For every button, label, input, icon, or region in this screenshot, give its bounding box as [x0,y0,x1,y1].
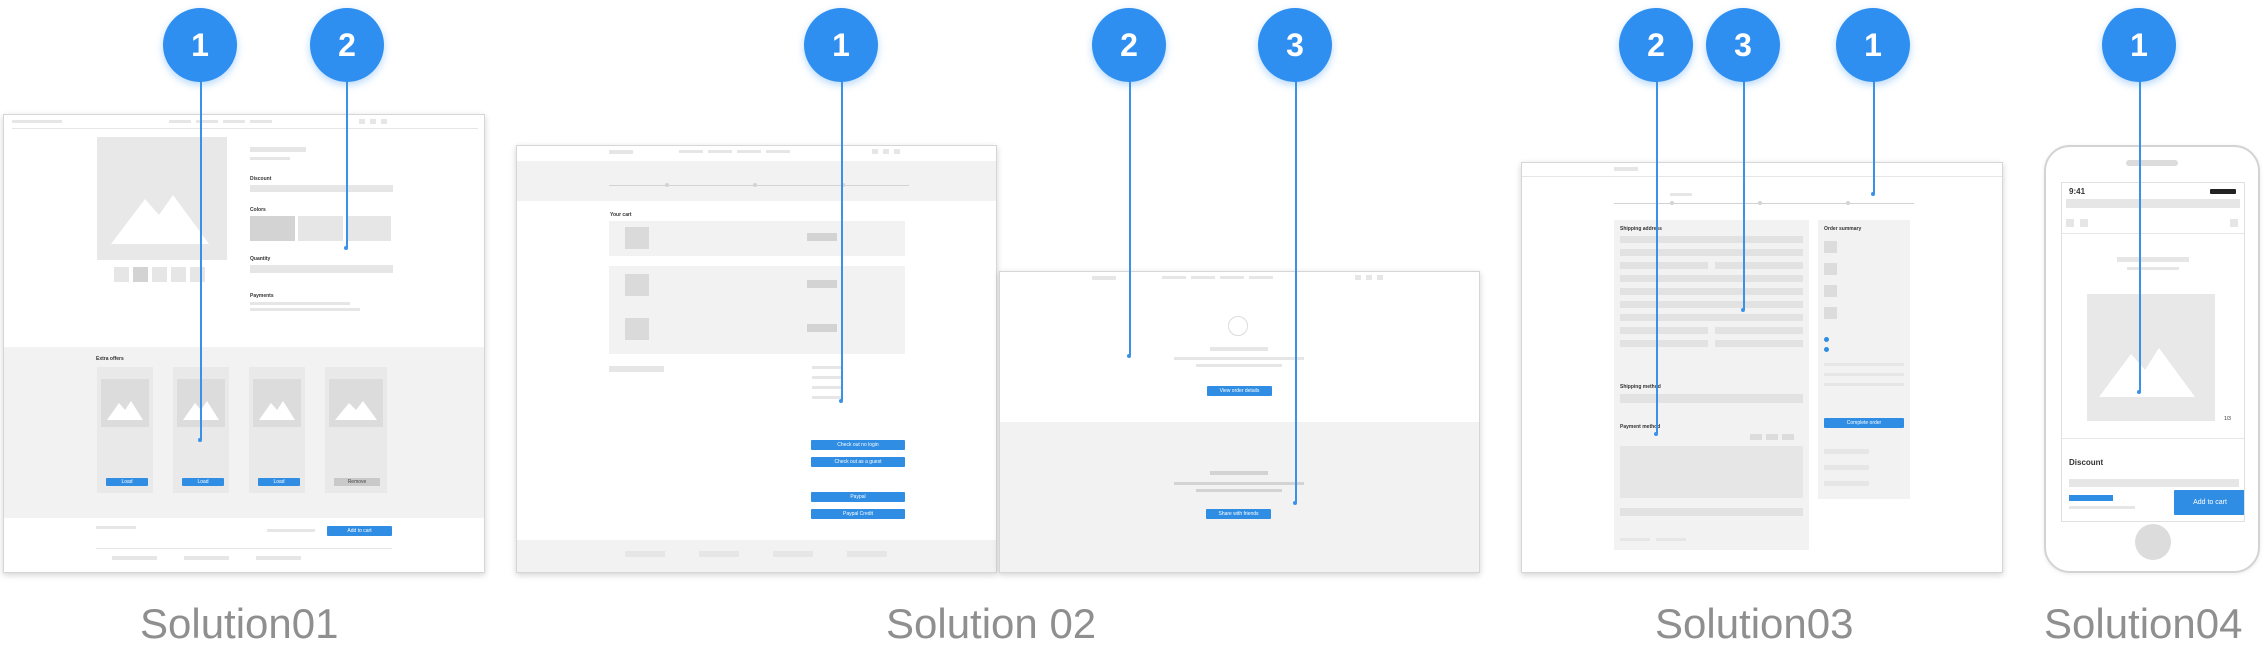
caption-solution01: Solution01 [140,600,339,647]
status-time: 9:41 [2069,187,2086,196]
check-out-as-guest-button[interactable]: Check out as a guest [811,457,905,467]
add-to-cart-button[interactable]: Add to cart [2174,490,2244,515]
callout-badge-1: 1 [804,8,878,82]
discount-label: Discount [250,176,272,182]
product-image [97,137,227,260]
solution03-checkout-wireframe: Shipping address Shipping method Payment… [1521,162,2003,573]
order-summary-label: Order summary [1824,226,1862,232]
color-option[interactable] [346,216,391,241]
callout-badge-3: 3 [1706,8,1780,82]
color-option[interactable] [250,216,295,241]
caption-solution04: Solution04 [2044,600,2243,647]
share-with-friends-button[interactable]: Share with friends [1206,509,1271,519]
solution04-phone-wireframe: 9:41 1/3 Discount Add to cart [2044,145,2260,573]
paypal-credit-button[interactable]: Paypal Credit [811,509,905,519]
shipping-address-label: Shipping address [1620,226,1662,232]
callout-badge-2: 2 [1619,8,1693,82]
solution01-wireframe: Discount Colors Quantity Payments Extra … [3,114,485,573]
payments-label: Payments [250,293,274,299]
extra-offers-panel [4,347,484,518]
your-cart-label: Your cart [610,212,632,218]
payment-method-label: Payment method [1620,424,1661,430]
load-button[interactable]: Load [106,478,148,486]
shipping-method-label: Shipping method [1620,384,1661,390]
callout-badge-1: 1 [163,8,237,82]
product-image [2087,294,2215,421]
add-to-cart-button[interactable]: Add to cart [327,526,392,536]
load-button[interactable]: Load [258,478,300,486]
colors-label: Colors [250,207,266,213]
callout-badge-2: 2 [310,8,384,82]
color-option[interactable] [298,216,343,241]
callout-badge-1: 1 [1836,8,1910,82]
remove-button[interactable]: Remove [334,478,380,486]
quantity-label: Quantity [250,256,271,262]
caption-solution02: Solution 02 [886,600,1097,647]
callout-badge-2: 2 [1092,8,1166,82]
solution02-confirmation-wireframe: View order details Share with friends [999,271,1480,573]
quantity-field[interactable] [250,265,393,273]
caption-solution03: Solution03 [1655,600,1854,647]
extra-offers-label: Extra offers [96,356,124,362]
load-button[interactable]: Load [182,478,224,486]
complete-order-button[interactable]: Complete order [1824,418,1904,428]
paypal-button[interactable]: Paypal [811,492,905,502]
address-bar[interactable] [2066,199,2240,208]
solution02-cart-wireframe: Your cart Check out no login Check out a… [516,145,997,573]
callout-badge-1: 1 [2102,8,2176,82]
discount-label: Discount [2069,458,2104,467]
check-out-no-login-button[interactable]: Check out no login [811,440,905,450]
pager-indicator: 1/3 [2224,416,2231,422]
view-order-details-button[interactable]: View order details [1207,386,1272,396]
callout-badge-3: 3 [1258,8,1332,82]
